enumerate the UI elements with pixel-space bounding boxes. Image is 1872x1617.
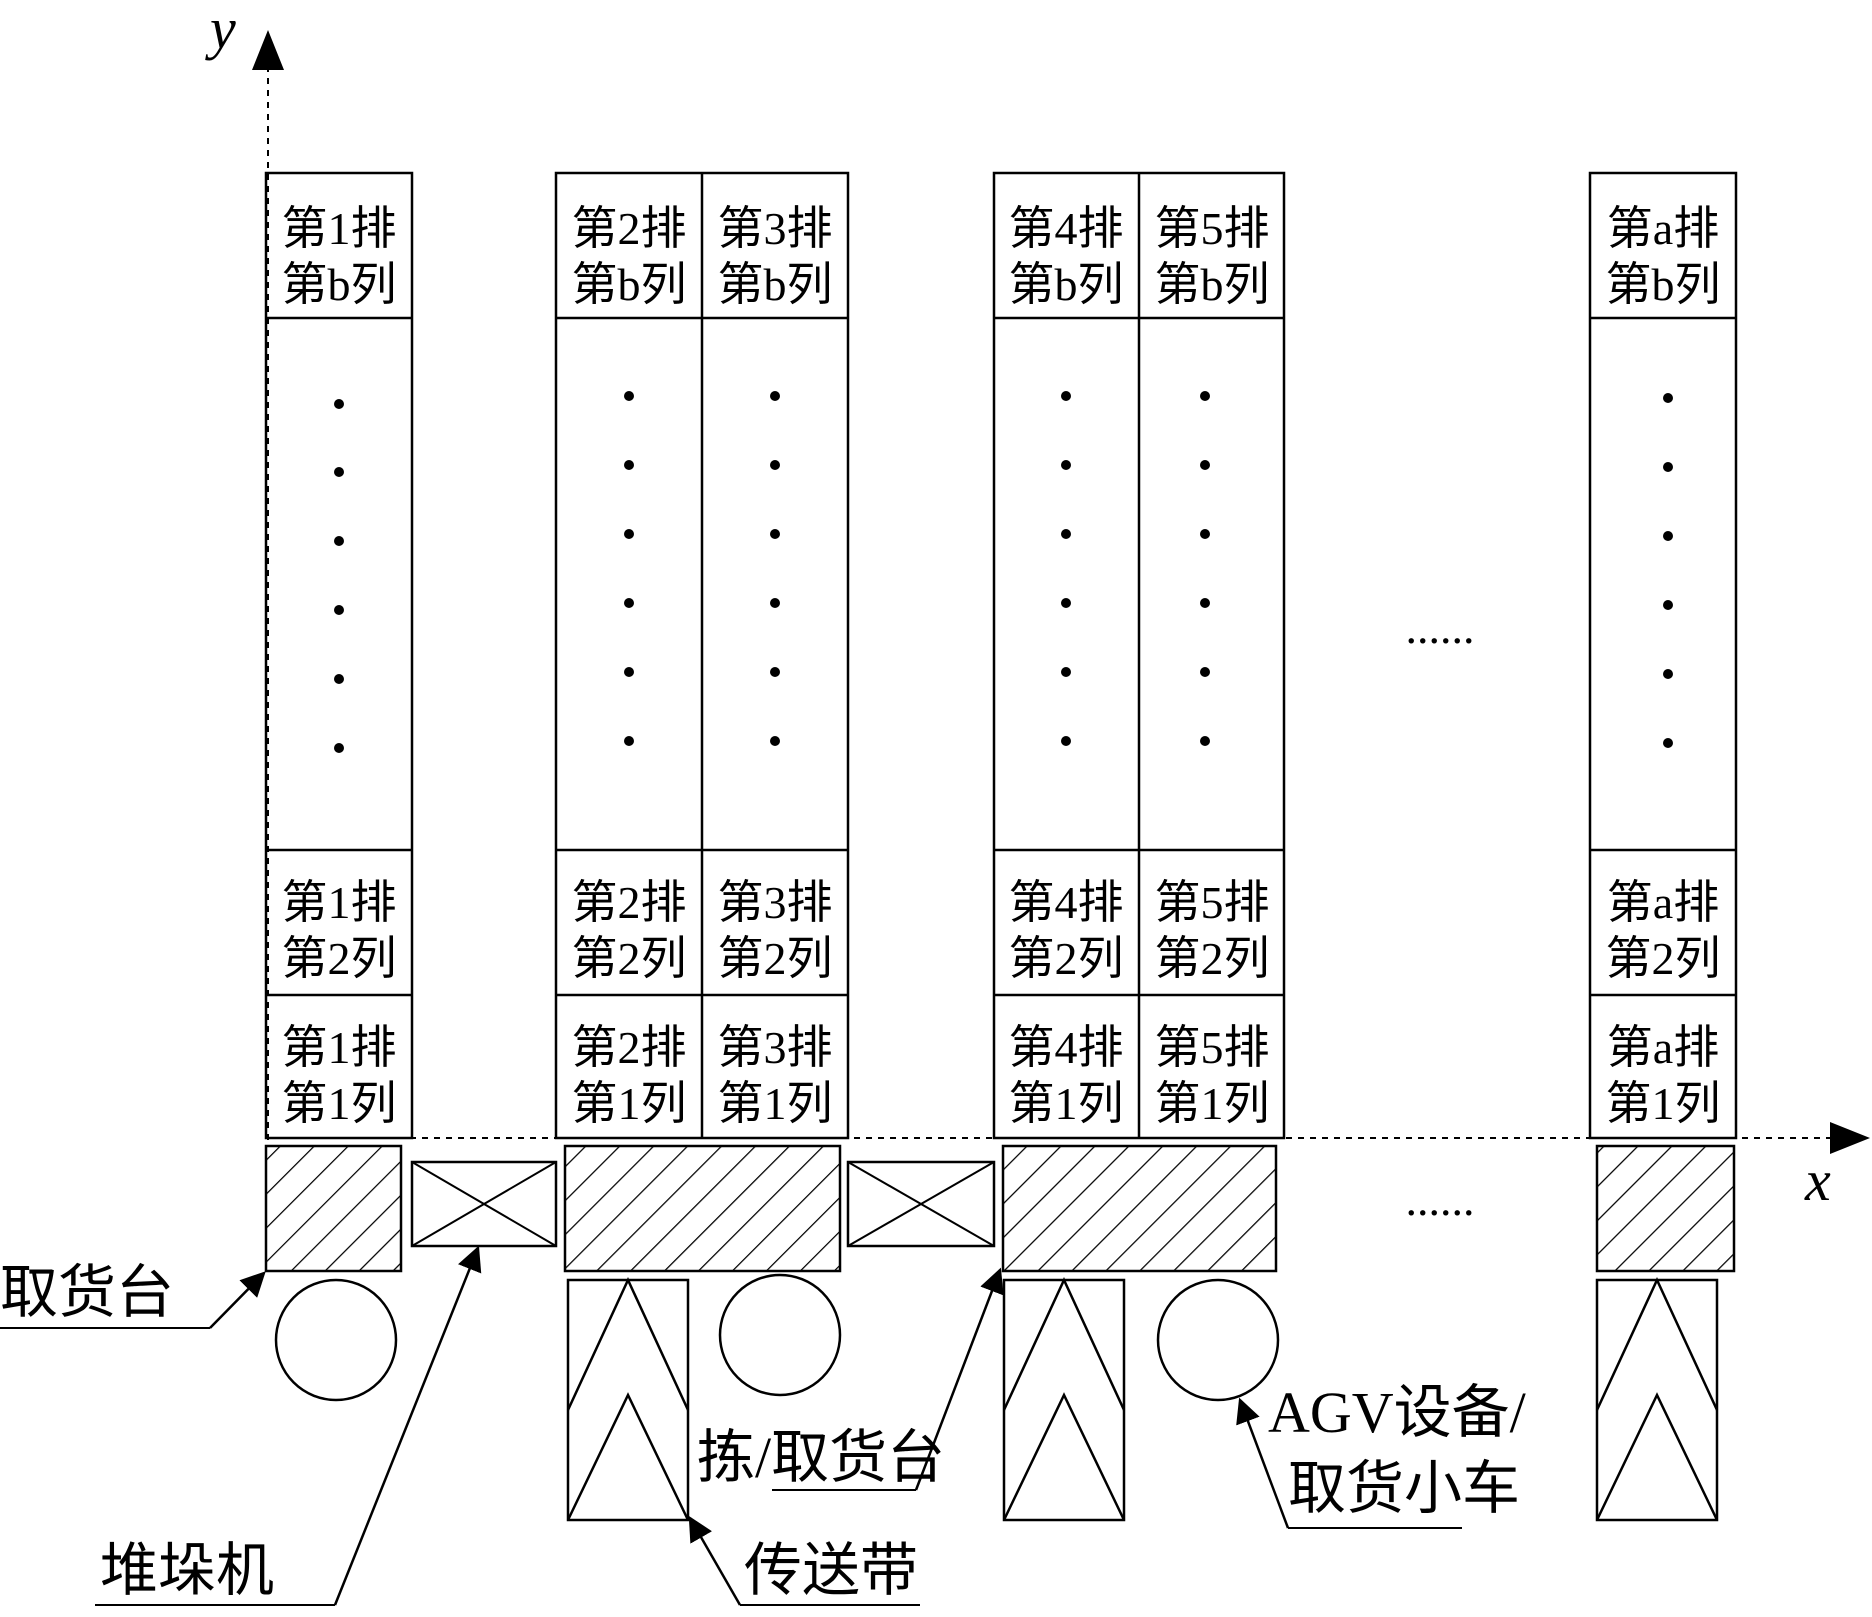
dots-col-3: [770, 391, 780, 746]
cell-label: 第1列: [1009, 1078, 1124, 1129]
x-axis-label: x: [1804, 1148, 1831, 1213]
leader-arrow: [914, 1267, 1004, 1491]
pickup-stations: [264, 1144, 1736, 1273]
pickup-station-hatched: [1001, 1144, 1278, 1273]
dots-col-1: [334, 399, 344, 753]
cell-label: 第1排: [282, 1022, 397, 1073]
y-axis-label: y: [205, 0, 236, 61]
cell-label: 第a排: [1607, 877, 1719, 928]
cell-label: 第1列: [1606, 1078, 1721, 1129]
cell-label: 第2排: [572, 203, 687, 254]
cell-label: 第4排: [1009, 877, 1124, 928]
storage-racks: 第1排 第b列 第1排 第2列 第1排 第1列 第2排 第b列 第3排 第b列 …: [264, 171, 1738, 1140]
dots-col-4: [1061, 391, 1071, 746]
cell-label: 第1列: [282, 1078, 397, 1129]
cell-label: 第5排: [1155, 203, 1270, 254]
cell-label: 第1列: [718, 1078, 833, 1129]
pickup-station-hatched: [1595, 1144, 1736, 1273]
stacker-cranes: [410, 1160, 996, 1248]
cell-label: 第b列: [1606, 259, 1721, 310]
label-pickup-station: 取货台: [0, 1260, 174, 1325]
cell-label: 第b列: [1155, 259, 1270, 310]
dots-col-2: [624, 391, 634, 746]
cell-label: 第2列: [1606, 933, 1721, 984]
stacker-crane: [410, 1160, 558, 1248]
rack-a-outline: [1588, 171, 1738, 1140]
cell-label: 第3排: [718, 1022, 833, 1073]
label-agv-line1: AGV设备/: [1268, 1380, 1527, 1445]
conveyor: [1595, 1277, 1719, 1522]
cell-label: 第b列: [282, 259, 397, 310]
label-conveyor: 传送带: [744, 1538, 918, 1603]
stacker-crane: [846, 1160, 996, 1248]
leader-arrow: [688, 1515, 742, 1606]
leader-arrow: [333, 1245, 482, 1606]
cell-label: 第4排: [1009, 1022, 1124, 1073]
agv-circle: [718, 1273, 842, 1397]
conveyors: [566, 1277, 1719, 1522]
rack-1: 第1排 第b列 第1排 第2列 第1排 第1列: [264, 171, 414, 1140]
callouts: 取货台 堆垛机 拣/取货台 传送带 AGV设备/ 取货小车: [0, 1245, 1527, 1606]
cell-label: 第5排: [1155, 877, 1270, 928]
rack-1-outline: [264, 171, 414, 1140]
leader-arrow: [1236, 1397, 1290, 1529]
cell-label: 第5排: [1155, 1022, 1270, 1073]
vertical-ellipsis-dots: [334, 391, 1673, 753]
label-stacker: 堆垛机: [100, 1538, 274, 1603]
cell-label: 第2排: [572, 1022, 687, 1073]
cell-label: 第a排: [1607, 203, 1719, 254]
conveyor: [1002, 1277, 1126, 1522]
horizontal-ellipsis-upper: ......: [1406, 602, 1475, 653]
x-axis-arrow: [1830, 1122, 1870, 1154]
cell-label: 第b列: [718, 259, 833, 310]
cell-label: 第2列: [1009, 933, 1124, 984]
pickup-station-hatched: [563, 1144, 842, 1273]
cell-label: 第3排: [718, 877, 833, 928]
agv-circle: [274, 1278, 398, 1402]
cell-label: 第2列: [1155, 933, 1270, 984]
cell-label: 第1列: [572, 1078, 687, 1129]
agv-circle: [1156, 1278, 1280, 1402]
rack-2-3: 第2排 第b列 第3排 第b列 第2排 第2列 第3排 第2列 第2排 第1列 …: [554, 171, 850, 1140]
rack-4-5: 第4排 第b列 第5排 第b列 第4排 第2列 第5排 第2列 第4排 第1列 …: [992, 171, 1286, 1140]
dots-col-a: [1663, 393, 1673, 748]
cell-label: 第a排: [1607, 1022, 1719, 1073]
pickup-station-hatched: [264, 1144, 403, 1273]
cell-label: 第2列: [572, 933, 687, 984]
cell-label: 第b列: [1009, 259, 1124, 310]
agv-devices: [274, 1273, 1280, 1402]
cell-label: 第1列: [1155, 1078, 1270, 1129]
y-axis-arrow: [252, 30, 284, 70]
cell-label: 第1排: [282, 877, 397, 928]
cell-label: 第1排: [282, 203, 397, 254]
rack-a: 第a排 第b列 第a排 第2列 第a排 第1列: [1588, 171, 1738, 1140]
label-pick-station: 拣/取货台: [697, 1425, 945, 1490]
cell-label: 第3排: [718, 203, 833, 254]
cell-label: 第2列: [718, 933, 833, 984]
conveyor: [566, 1277, 690, 1522]
label-agv-line2: 取货小车: [1288, 1456, 1520, 1521]
leader-arrow: [209, 1271, 266, 1329]
cell-label: 第b列: [572, 259, 687, 310]
horizontal-ellipsis-lower: ......: [1406, 1174, 1475, 1225]
cell-label: 第2排: [572, 877, 687, 928]
dots-col-5: [1200, 391, 1210, 746]
cell-label: 第2列: [282, 933, 397, 984]
cell-label: 第4排: [1009, 203, 1124, 254]
